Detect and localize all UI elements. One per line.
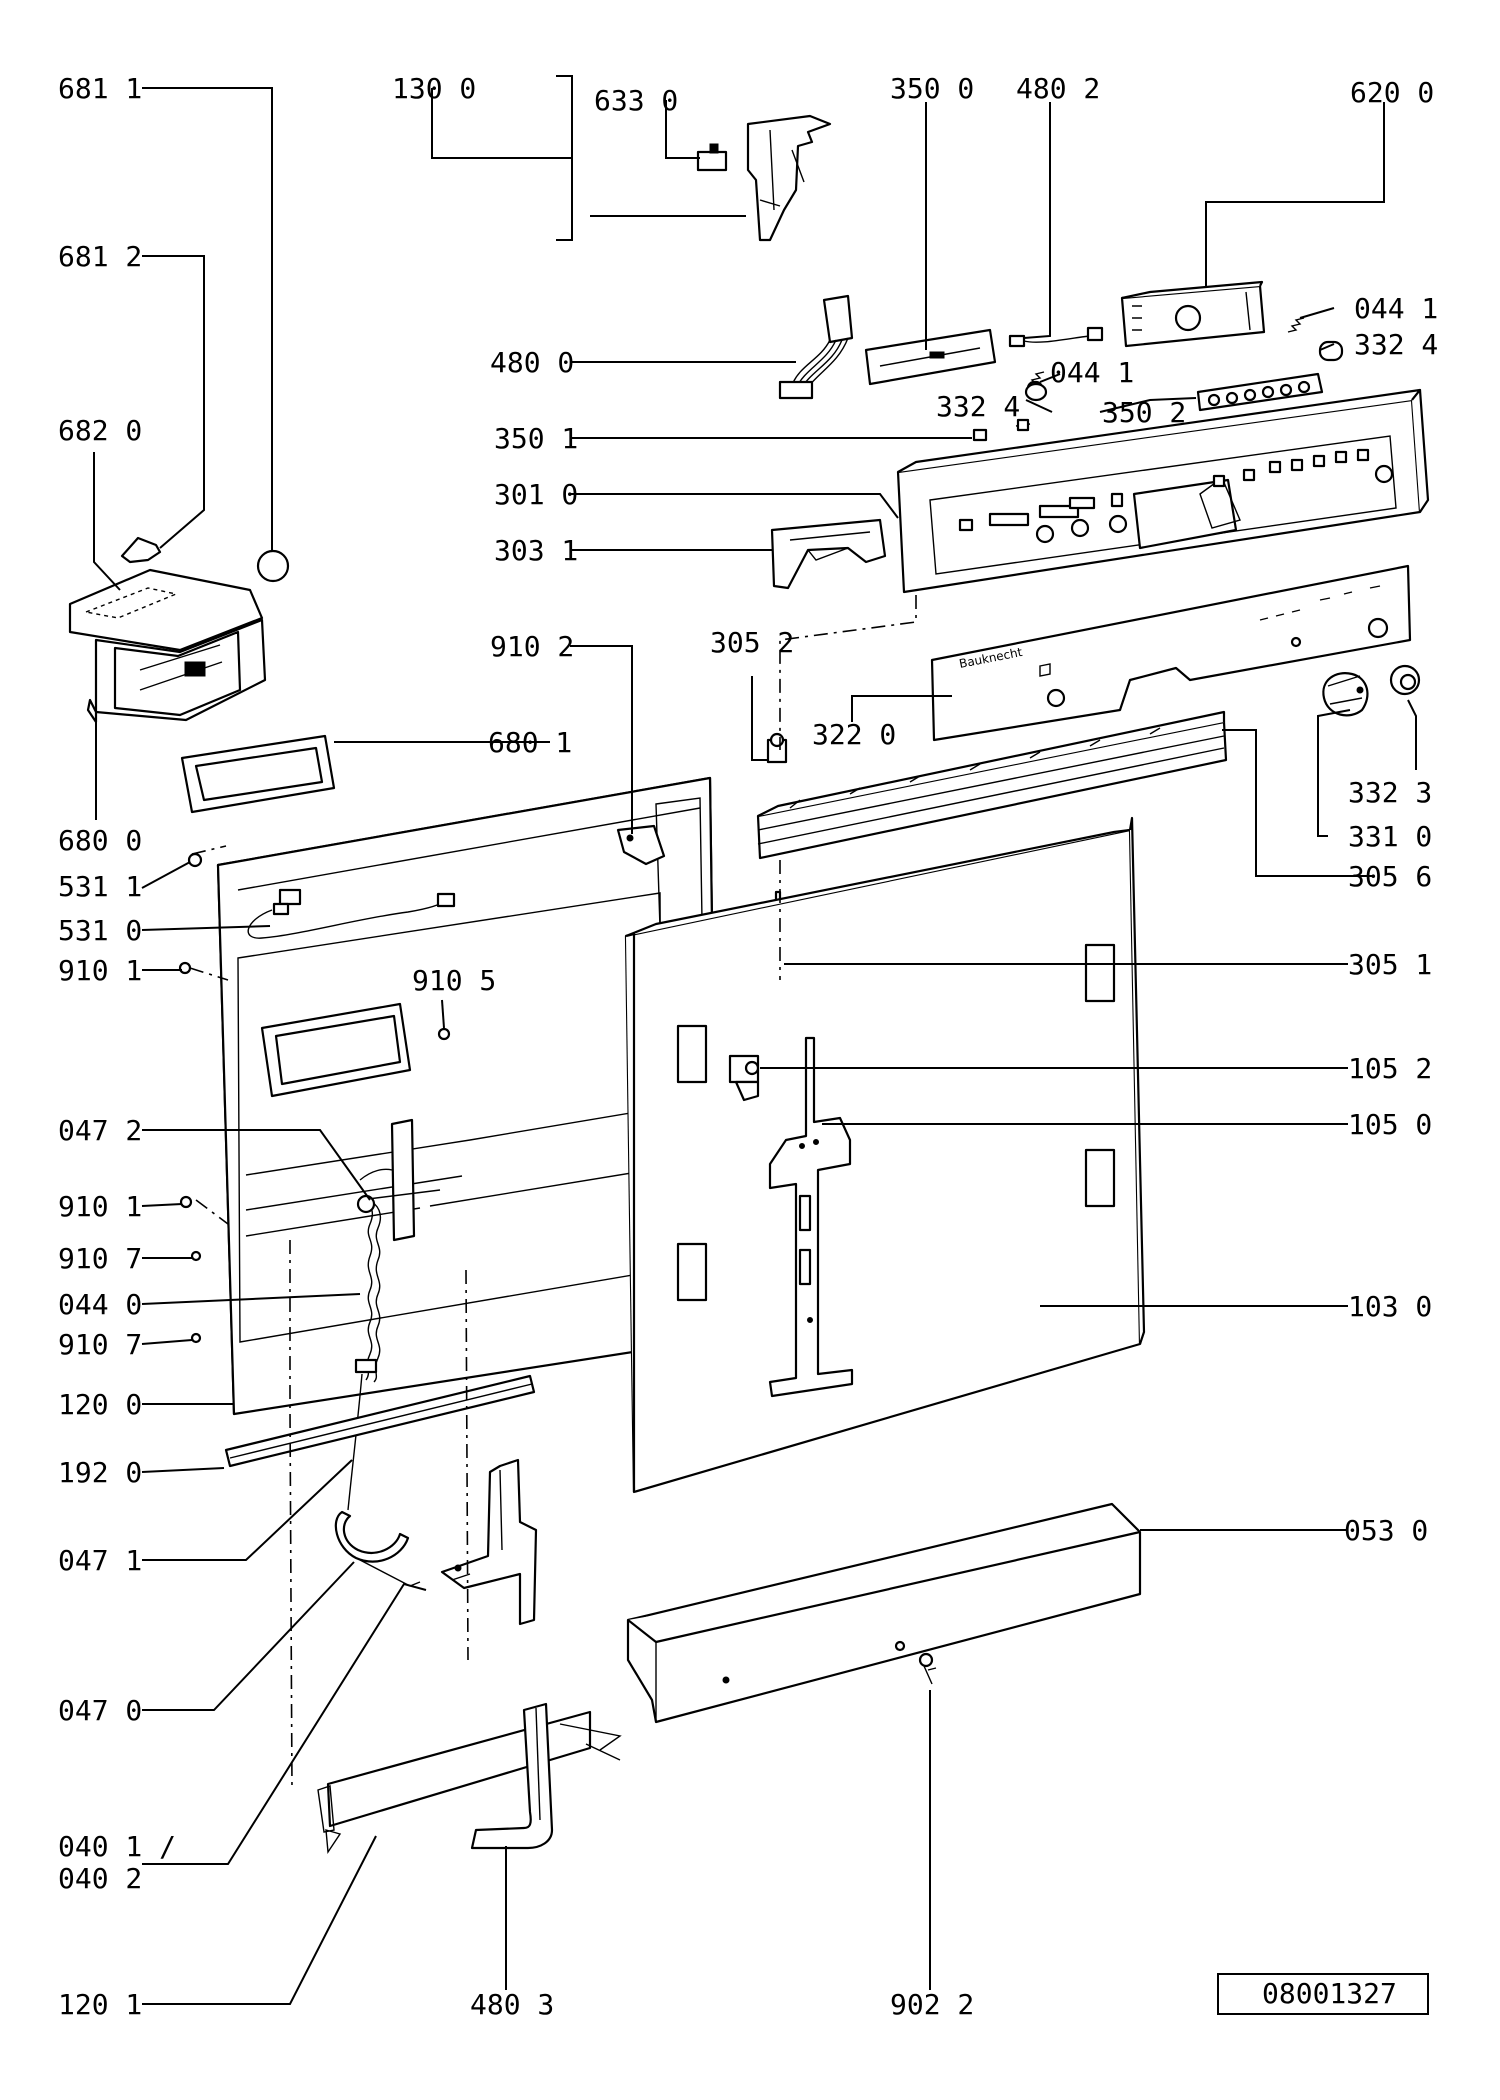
part-303-1-bracket (770, 518, 887, 590)
callout-044-1: 044 1 (1050, 356, 1134, 389)
callout-044-1-top: 044 1 (1354, 292, 1438, 325)
part-053-0-bottom-trim (626, 1502, 1142, 1724)
fastener-910-7a (190, 1250, 202, 1262)
callout-130-0: 130 0 (392, 72, 476, 105)
fastener-910-1b (179, 1195, 193, 1209)
callout-910-7-top: 910 7 (58, 1242, 142, 1275)
part-620-0-timer (1120, 280, 1266, 348)
part-480-3-tube (470, 1702, 554, 1850)
part-103-0-front-door (624, 816, 1146, 1494)
callout-053-0: 053 0 (1344, 1514, 1428, 1547)
alignment-dash-lines (189, 595, 917, 1791)
callout-044-0: 044 0 (58, 1288, 142, 1321)
part-040-1-hinge (440, 1458, 538, 1626)
fastener-910-5 (437, 1027, 451, 1041)
part-120-0-inner-door (216, 776, 714, 1416)
callout-192-0: 192 0 (58, 1456, 142, 1489)
callout-480-2: 480 2 (1016, 72, 1100, 105)
callout-105-2: 105 2 (1348, 1052, 1432, 1085)
callout-labels: 681 1 130 0 633 0 350 0 480 2 620 0 681 … (58, 72, 1438, 2021)
part-332-3-knob (1389, 664, 1421, 696)
part-044-0-spring (354, 1118, 441, 1383)
callout-350-0: 350 0 (890, 72, 974, 105)
part-301-0-control-panel (896, 388, 1430, 594)
part-350-0-module (864, 328, 997, 386)
part-322-0-fascia: Bauknecht (930, 564, 1412, 742)
callout-305-1: 305 1 (1348, 948, 1432, 981)
callout-620-0: 620 0 (1350, 76, 1434, 109)
callout-682-0: 682 0 (58, 414, 142, 447)
part-305-6-bar (756, 710, 1228, 860)
part-192-0-rail (224, 1374, 536, 1468)
part-350-1-screw (972, 418, 1031, 442)
callout-910-2: 910 2 (490, 630, 574, 663)
part-680-0-dispenser (68, 568, 267, 724)
callout-350-2: 350 2 (1102, 396, 1186, 429)
part-120-1-lower-panel (317, 1710, 622, 1855)
callout-680-0: 680 0 (58, 824, 142, 857)
part-480-0-harness (778, 294, 854, 400)
part-door-opening (260, 1002, 412, 1098)
part-331-0-knob (1322, 672, 1369, 717)
callout-681-2: 681 2 (58, 240, 142, 273)
part-105-2-clip (728, 1054, 760, 1102)
drawing-number-box: 08001327 (1217, 1973, 1429, 2015)
part-130-0-door-lock (696, 114, 832, 242)
callout-047-2: 047 2 (58, 1114, 142, 1147)
drawing-number: 08001327 (1262, 1977, 1397, 2010)
callout-040-1: 040 1 / (58, 1830, 176, 1863)
callout-120-1: 120 1 (58, 1988, 142, 2021)
part-480-2-wire (1008, 326, 1104, 348)
callout-322-0: 322 0 (812, 718, 896, 751)
callout-350-1: 350 1 (494, 422, 578, 455)
callout-910-5: 910 5 (412, 964, 496, 997)
callout-305-6: 305 6 (1348, 860, 1432, 893)
callout-902-2: 902 2 (890, 1988, 974, 2021)
callout-480-3: 480 3 (470, 1988, 554, 2021)
part-305-2-clip (766, 732, 788, 764)
callout-103-0: 103 0 (1348, 1290, 1432, 1323)
part-681-1-knob (256, 549, 290, 583)
part-332-4-lamp (1024, 340, 1344, 402)
callout-305-2: 305 2 (710, 626, 794, 659)
callout-105-0: 105 0 (1348, 1108, 1432, 1141)
callout-332-4-top: 332 4 (1354, 328, 1438, 361)
callout-480-0: 480 0 (490, 346, 574, 379)
callout-332-4: 332 4 (936, 390, 1020, 423)
callout-301-0: 301 0 (494, 478, 578, 511)
part-680-1-gasket (180, 734, 336, 814)
fastener-910-7b (190, 1332, 202, 1344)
fastener-910-1a (178, 961, 192, 975)
part-902-2-screw (918, 1652, 937, 1685)
part-910-2-bracket (616, 824, 666, 866)
callout-332-3: 332 3 (1348, 776, 1432, 809)
callout-910-7: 910 7 (58, 1328, 142, 1361)
callout-040-2: 040 2 (58, 1862, 142, 1895)
callout-910-1: 910 1 (58, 1190, 142, 1223)
part-681-2-clip (120, 536, 162, 564)
callout-331-0: 331 0 (1348, 820, 1432, 853)
leader-lines (93, 75, 1417, 2005)
callout-531-0: 531 0 (58, 914, 142, 947)
callout-531-1: 531 1 (58, 870, 142, 903)
part-047-1-rod (347, 1373, 363, 1511)
callout-633-0: 633 0 (594, 84, 678, 117)
part-350-2-button-strip (1196, 372, 1324, 412)
callout-910-1-top: 910 1 (58, 954, 142, 987)
callout-303-1: 303 1 (494, 534, 578, 567)
callout-680-1: 680 1 (488, 726, 572, 759)
part-105-0-hinge-plate (768, 1036, 854, 1398)
callout-681-1: 681 1 (58, 72, 142, 105)
callout-047-0: 047 0 (58, 1694, 142, 1727)
callout-120-0: 120 0 (58, 1388, 142, 1421)
part-047-0-hook (334, 1510, 421, 1587)
callout-047-1: 047 1 (58, 1544, 142, 1577)
